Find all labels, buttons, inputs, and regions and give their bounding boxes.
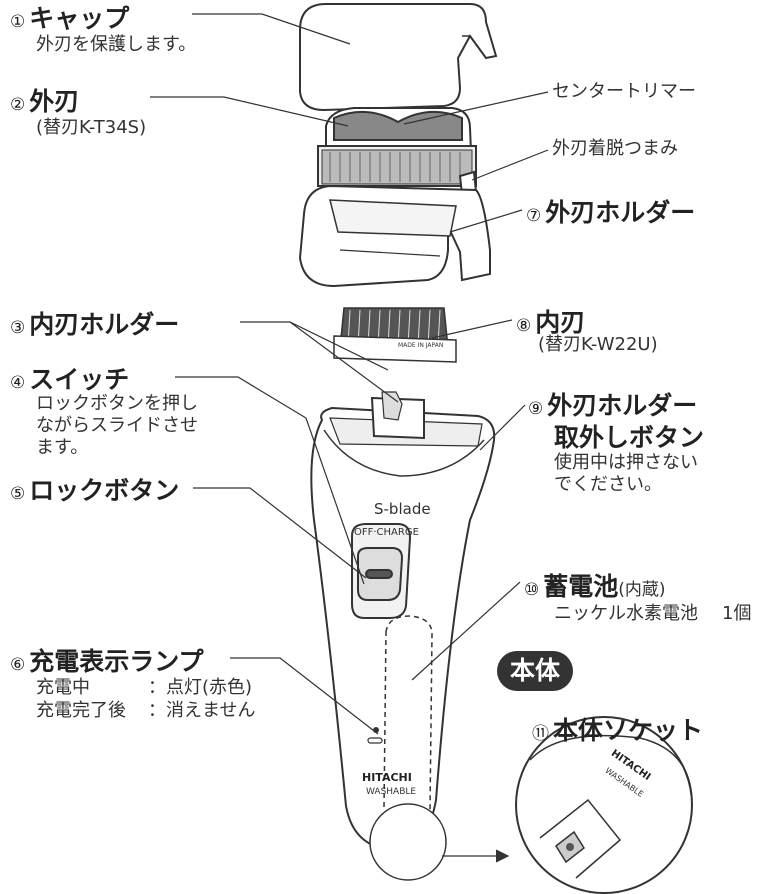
cap-illustration bbox=[299, 3, 498, 112]
blade-mark-text: MADE IN JAPAN bbox=[398, 342, 444, 349]
label-inner-blade-number: ⑧ bbox=[516, 316, 532, 336]
label-socket-title: 本体ソケット bbox=[553, 716, 704, 745]
label-battery-desc-count: 1個 bbox=[722, 603, 752, 624]
washable-text: WASHABLE bbox=[366, 787, 417, 797]
label-battery-title: 蓄電池 bbox=[543, 572, 619, 601]
label-holder-release-number: ⑨ bbox=[528, 399, 544, 419]
label-outer-blade-holder-title: 外刃ホルダー bbox=[545, 198, 696, 227]
label-lamp-number: ⑥ bbox=[10, 655, 26, 675]
label-holder-release-desc-1: 使用中は押さない bbox=[554, 452, 698, 473]
label-inner-blade-holder-title: 内刃ホルダー bbox=[29, 310, 180, 339]
label-switch-desc-2: ながらスライドさせ bbox=[36, 415, 198, 436]
label-lamp-title: 充電表示ランプ bbox=[29, 647, 204, 676]
label-center-trimmer: センタートリマー bbox=[552, 81, 696, 102]
label-outer-blade-desc: (替刃K-T34S) bbox=[36, 117, 147, 138]
label-lamp-row-charging-key: 充電中 bbox=[36, 677, 90, 698]
maker-text: HITACHI bbox=[362, 771, 412, 784]
label-switch-desc-1: ロックボタンを押し bbox=[36, 393, 198, 414]
label-inner-blade-title: 内刃 bbox=[535, 308, 586, 337]
label-battery-number: ⑩ bbox=[524, 580, 540, 600]
socket-detail-illustration bbox=[515, 716, 693, 894]
label-holder-release-title-2: 取外しボタン bbox=[554, 423, 705, 452]
label-lamp-row-done: 充電完了後 ：消えません bbox=[36, 700, 255, 722]
label-cap-number: ① bbox=[10, 12, 26, 32]
label-outer-blade-holder-number: ⑦ bbox=[526, 206, 542, 226]
label-inner-blade-desc: (替刃K-W22U) bbox=[538, 334, 658, 355]
label-outer-blade-title: 外刃 bbox=[29, 87, 80, 116]
shaver-body-illustration bbox=[310, 391, 496, 881]
label-battery-desc-type: ニッケル水素電池 bbox=[554, 603, 698, 624]
label-holder-release-desc-2: でください。 bbox=[554, 474, 662, 495]
switch-marks-text: OFF·CHARGE bbox=[354, 527, 419, 538]
label-outer-blade-number: ② bbox=[10, 95, 26, 115]
outer-blade-illustration bbox=[317, 107, 478, 196]
inner-blade-illustration bbox=[333, 307, 457, 363]
outer-blade-holder-illustration bbox=[298, 184, 491, 288]
leader-lines bbox=[150, 13, 549, 863]
label-lamp-row-done-key: 充電完了後 bbox=[36, 700, 126, 721]
label-holder-release-title-1: 外刃ホルダー bbox=[547, 391, 698, 420]
label-battery-note: (内蔵) bbox=[618, 580, 666, 600]
label-lock-button-title: ロックボタン bbox=[29, 476, 180, 505]
label-socket-number: ⑪ bbox=[532, 724, 549, 744]
label-lamp-row-charging-value: ：点灯(赤色) bbox=[148, 677, 253, 698]
label-switch-number: ④ bbox=[10, 373, 26, 393]
brand-model-text: S-blade bbox=[374, 500, 431, 518]
label-lamp-row-charging: 充電中 ：点灯(赤色) bbox=[36, 677, 252, 699]
label-cap-title: キャップ bbox=[29, 4, 130, 33]
label-lock-button-number: ⑤ bbox=[10, 484, 26, 504]
label-battery-desc: ニッケル水素電池 1個 bbox=[554, 603, 751, 625]
label-inner-blade-holder-number: ③ bbox=[10, 318, 26, 338]
label-cap-desc: 外刃を保護します。 bbox=[36, 34, 197, 55]
label-switch-title: スイッチ bbox=[29, 365, 130, 394]
label-switch-desc-3: ます。 bbox=[36, 437, 89, 458]
body-badge: 本体 bbox=[497, 651, 573, 691]
label-blade-release-knob: 外刃着脱つまみ bbox=[552, 138, 678, 159]
label-lamp-row-done-value: ：消えません bbox=[148, 700, 256, 721]
